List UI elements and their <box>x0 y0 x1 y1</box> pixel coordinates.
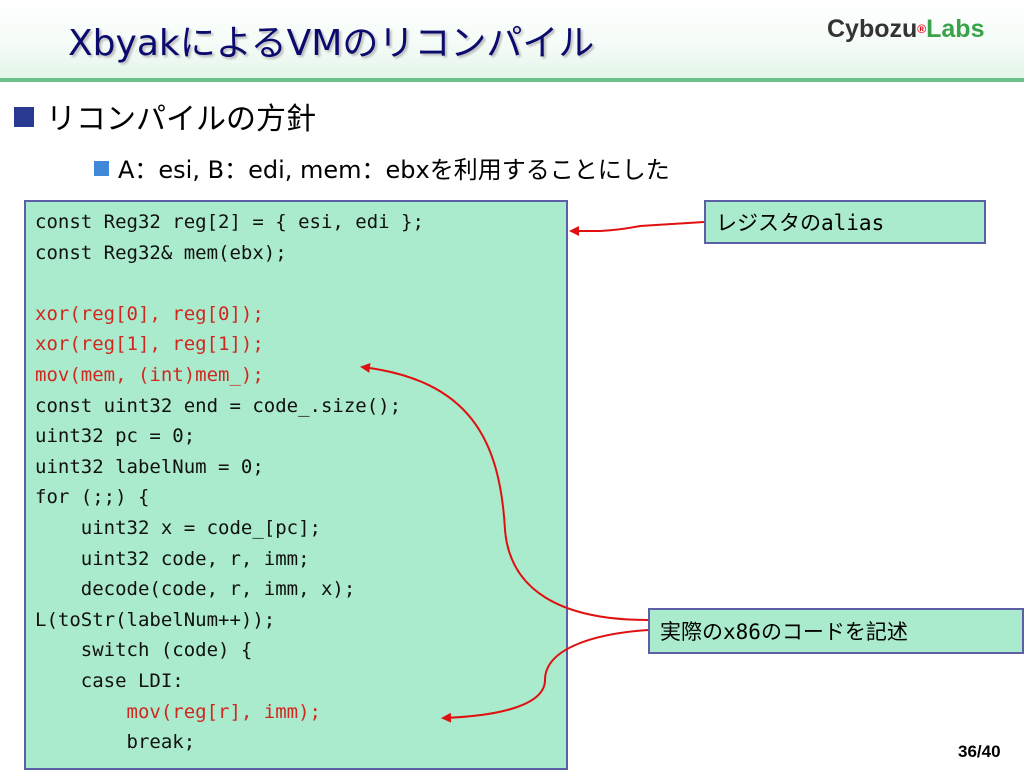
cybozu-labs-logo: Cybozu®Labs <box>827 15 985 43</box>
bullet-level2: A：esi, B：edi, mem：ebxを利用することにした <box>94 153 670 187</box>
code-line: uint32 pc = 0; <box>35 425 196 448</box>
header-band <box>0 0 1024 78</box>
code-line: uint32 labelNum = 0; <box>35 455 264 478</box>
code-line: const Reg32& mem(ebx); <box>35 241 287 264</box>
arrow-x86-lower <box>441 629 649 723</box>
code-block: const Reg32 reg[2] = { esi, edi }; const … <box>24 200 568 770</box>
callout-register-alias: レジスタのalias <box>704 200 986 244</box>
bullet-square-icon <box>94 161 109 176</box>
code-line: uint32 x = code_[pc]; <box>35 516 321 539</box>
bullet-square-icon <box>14 107 34 127</box>
code-line: case LDI: <box>35 669 184 692</box>
code-line: mov(reg[r], imm); <box>35 700 321 723</box>
code-line: uint32 code, r, imm; <box>35 547 310 570</box>
code-line: L(toStr(labelNum++)); <box>35 608 276 631</box>
page-number: 36/40 <box>958 742 1001 761</box>
code-line: xor(reg[1], reg[1]); <box>35 333 264 356</box>
bullet-level1-text: リコンパイルの方針 <box>46 102 316 137</box>
code-line: break; <box>35 731 196 754</box>
code-line: xor(reg[0], reg[0]); <box>35 302 264 325</box>
header-divider <box>0 78 1024 82</box>
code-line: decode(code, r, imm, x); <box>35 578 356 601</box>
code-line: const uint32 end = code_.size(); <box>35 394 402 417</box>
code-line: for (;;) { <box>35 486 150 509</box>
bullet-level2-text: A：esi, B：edi, mem：ebxを利用することにした <box>118 156 670 184</box>
arrow-alias <box>569 221 705 236</box>
arrow-x86-upper <box>360 362 649 621</box>
code-line: const Reg32 reg[2] = { esi, edi }; <box>35 211 424 233</box>
slide-title: XbyakによるVMのリコンパイル <box>68 23 595 64</box>
bullet-level1: リコンパイルの方針 <box>14 100 316 140</box>
code-line: mov(mem, (int)mem_); <box>35 363 264 386</box>
code-line: switch (code) { <box>35 639 253 662</box>
callout-x86-code: 実際のx86のコードを記述 <box>648 608 1024 654</box>
